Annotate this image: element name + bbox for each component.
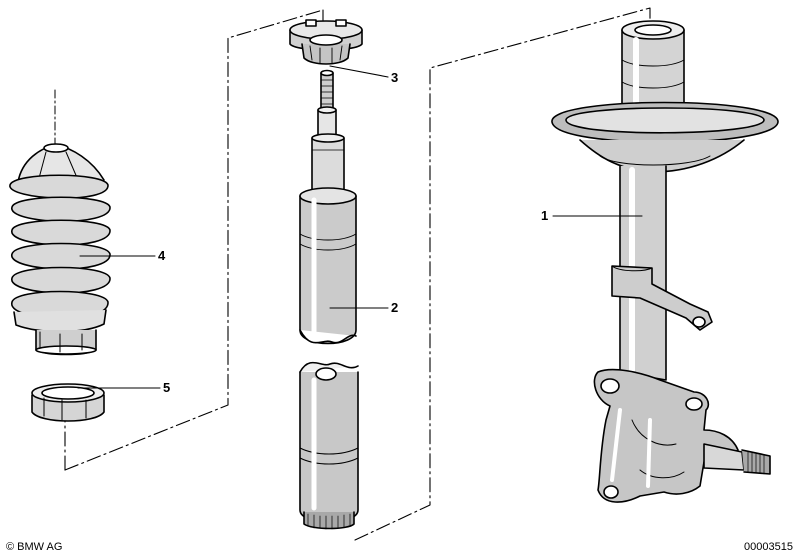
protective-bellows-drawing <box>9 89 111 356</box>
image-number: 00003515 <box>744 541 793 553</box>
shock-absorber-upper-drawing <box>299 69 357 345</box>
part-label-1: 1 <box>541 208 549 223</box>
assembly-frame-right <box>354 7 651 541</box>
copyright-notice: © BMW AG <box>6 541 63 553</box>
part-label-4: 4 <box>158 248 166 263</box>
threaded-ring-nut-drawing <box>289 19 363 65</box>
strut-tube-drawing <box>551 20 779 503</box>
leader-lines <box>77 65 643 389</box>
leader-line-3 <box>329 65 389 78</box>
part-label-3: 3 <box>391 70 399 85</box>
shock-absorber-lower-drawing <box>299 361 359 530</box>
bump-ring-drawing <box>31 383 105 422</box>
part-label-5: 5 <box>163 380 171 395</box>
part-label-2: 2 <box>391 300 399 315</box>
